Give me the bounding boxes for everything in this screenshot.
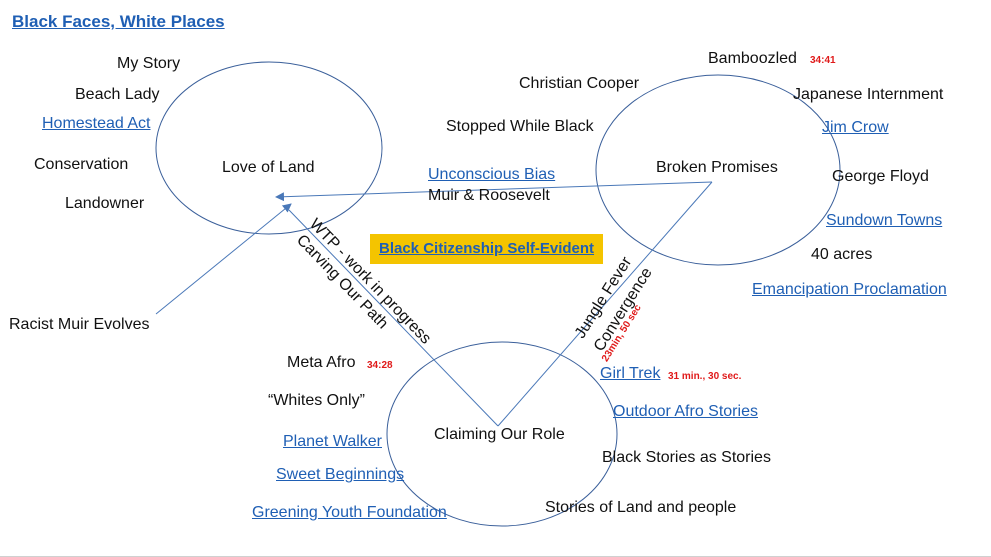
link-planet-walker[interactable]: Planet Walker: [283, 433, 382, 450]
label-my-story: My Story: [117, 55, 181, 72]
link-unconscious-bias[interactable]: Unconscious Bias: [428, 166, 556, 183]
label-40-acres: 40 acres: [811, 246, 873, 263]
link-homestead-act[interactable]: Homestead Act: [42, 115, 151, 132]
link-sweet-beginnings[interactable]: Sweet Beginnings: [276, 466, 405, 483]
circle-broken-promises: [595, 74, 841, 266]
arrow-broken-to-love: [275, 181, 713, 202]
label-george-floyd: George Floyd: [832, 168, 929, 185]
label-conservation: Conservation: [34, 156, 129, 173]
label-racist-muir-evolves: Racist Muir Evolves: [9, 316, 150, 333]
link-jim-crow[interactable]: Jim Crow: [822, 119, 889, 136]
line-claiming-to-broken: [497, 181, 713, 427]
slide-title[interactable]: Black Faces, White Places: [12, 12, 225, 31]
label-bamboozled: Bamboozled: [708, 50, 797, 67]
label-meta-afro: Meta Afro: [287, 354, 356, 371]
link-girl-trek[interactable]: Girl Trek: [600, 365, 661, 382]
timestamp-bamboozled: 34:41: [810, 55, 836, 66]
circle-claiming-our-role: [386, 341, 618, 527]
label-whites-only: “Whites Only”: [268, 392, 365, 409]
label-black-stories-as-stories: Black Stories as Stories: [602, 449, 771, 466]
label-stopped-while-black: Stopped While Black: [446, 118, 594, 135]
label-landowner: Landowner: [65, 195, 145, 212]
label-broken-promises: Broken Promises: [656, 159, 778, 176]
label-claiming-our-role: Claiming Our Role: [434, 426, 565, 443]
arrow-racist-muir: [155, 203, 292, 315]
link-greening-youth-foundation[interactable]: Greening Youth Foundation: [252, 504, 447, 521]
label-love-of-land: Love of Land: [222, 159, 315, 176]
label-japanese-internment: Japanese Internment: [793, 86, 944, 103]
label-christian-cooper: Christian Cooper: [519, 75, 640, 92]
link-emancipation-proclamation[interactable]: Emancipation Proclamation: [752, 281, 947, 298]
link-outdoor-afro-stories[interactable]: Outdoor Afro Stories: [613, 403, 758, 420]
timestamp-girl-trek: 31 min., 30 sec.: [668, 371, 742, 382]
timestamp-meta-afro: 34:28: [367, 360, 393, 371]
label-muir-roosevelt: Muir & Roosevelt: [428, 187, 550, 204]
circle-love-of-land: [155, 61, 383, 235]
label-stories-of-land: Stories of Land and people: [545, 499, 737, 516]
line-love-to-claiming: [288, 209, 499, 427]
banner-black-citizenship[interactable]: Black Citizenship Self-Evident: [370, 234, 604, 264]
link-sundown-towns[interactable]: Sundown Towns: [826, 212, 943, 229]
label-beach-lady: Beach Lady: [75, 86, 160, 103]
